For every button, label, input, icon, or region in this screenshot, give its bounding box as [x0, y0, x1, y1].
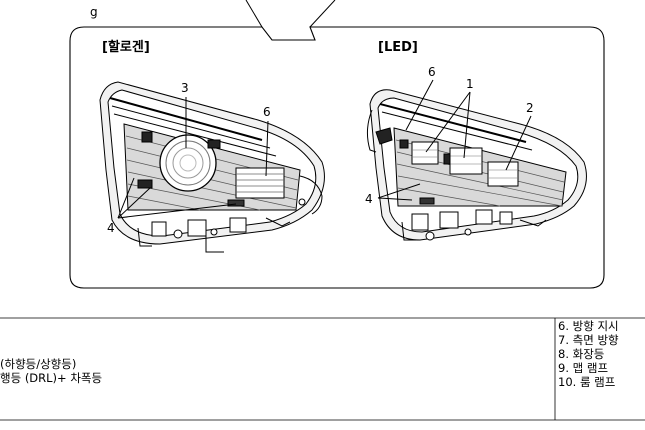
- callout-4-led: 4: [365, 192, 373, 206]
- diagram-frame: [69, 26, 605, 289]
- panel-title-halogen: [할로겐]: [102, 39, 150, 55]
- top-leader-line-left: [245, 0, 263, 28]
- top-leader-line-right: [309, 0, 336, 28]
- legend-right-item: 9. 맵 램프: [558, 361, 609, 375]
- legend-right-item: 8. 화장등: [558, 347, 605, 361]
- top-label-fragment: g: [90, 5, 98, 19]
- callout-1: 1: [466, 77, 474, 91]
- legend-right-item: 7. 측면 방향: [558, 333, 619, 347]
- legend-right-item: 6. 방향 지시: [558, 319, 619, 333]
- led-headlamp-drawing: [366, 89, 587, 241]
- callout-4-halogen: 4: [107, 221, 115, 235]
- callout-3: 3: [181, 81, 189, 95]
- legend-right-item: 10. 룸 램프: [558, 375, 616, 389]
- legend-right-column: 6. 방향 지시 7. 측면 방향 8. 화장등 9. 맵 램프 10. 룸 램…: [558, 319, 619, 389]
- legend-left-item: 행등 (DRL)+ 차폭등: [0, 371, 103, 385]
- callout-6-led: 6: [428, 65, 436, 79]
- callout-2: 2: [526, 101, 534, 115]
- panel-title-led: [LED]: [378, 40, 418, 55]
- legend-left-column: (하향등/상향등) 행등 (DRL)+ 차폭등: [0, 357, 102, 385]
- callout-6-halogen: 6: [263, 105, 271, 119]
- legend-left-item: (하향등/상향등): [0, 357, 77, 371]
- halogen-headlamp-drawing: [99, 81, 325, 253]
